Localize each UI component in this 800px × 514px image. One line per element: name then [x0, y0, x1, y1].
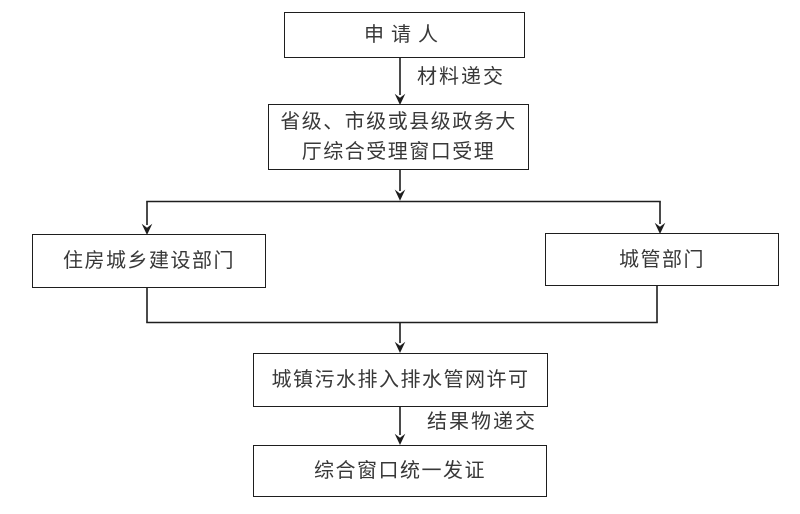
edge-label-material-submission: 材料递交: [417, 66, 505, 88]
arrowhead: [394, 433, 406, 445]
edge-label-result-delivery: 结果物递交: [427, 411, 537, 433]
arrowhead: [394, 189, 406, 201]
edge-branch-to-housing: [141, 201, 153, 235]
edge-branch-to-urban: [654, 201, 666, 234]
node-sewage-discharge-permit: 城镇污水排入排水管网许可: [253, 353, 548, 407]
arrowhead: [141, 223, 153, 235]
node-housing-urban-rural-dept: 住房城乡建设部门: [32, 234, 266, 288]
arrowhead: [394, 93, 406, 105]
arrowhead: [654, 222, 666, 234]
node-applicant: 申请人: [284, 12, 525, 58]
edge-reception-to-branch: [394, 170, 406, 201]
node-reception-window: 省级、市级或县级政务大 厅综合受理窗口受理: [268, 104, 529, 170]
node-urban-management-dept: 城管部门: [545, 233, 779, 286]
edge-permit-to-issuance: [394, 407, 406, 445]
arrowhead: [394, 341, 406, 353]
node-unified-certificate-issuance: 综合窗口统一发证: [253, 445, 547, 497]
edge-applicant-to-reception: [394, 58, 406, 105]
edge-merge-to-permit: [394, 322, 406, 353]
